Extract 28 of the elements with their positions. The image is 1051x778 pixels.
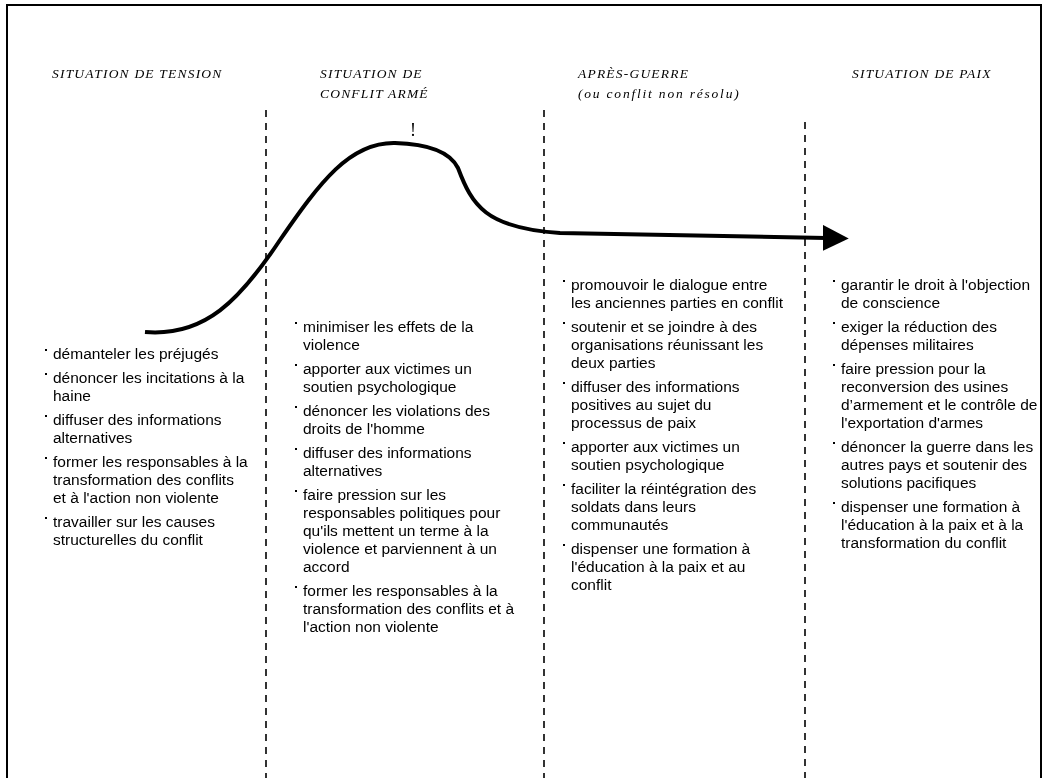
list-item: diffuser des informations positives au sujet du processus de paix [563,378,785,432]
list-item: former les responsables à la transformation des conflits et à l'action non violente [295,582,525,636]
list-item: minimiser les effets de la violence [295,318,525,354]
list-item: dénoncer les incitations à la haine [45,369,250,405]
phase-heading: SITUATION DE TENSION [52,65,224,83]
list-item: travailler sur les causes structurelles du conflit [45,513,250,549]
list-item: faire pression sur les responsables politiques pour qu'ils mettent un terme à la violence et parviennent à un accord [295,486,525,576]
list-item: former les responsables à la transformation des conflits et à l'action non violente [45,453,250,507]
list-item: dispenser une formation à l'éducation à la paix et au conflit [563,540,785,594]
phase-heading: SITUATION DE CONFLIT ARMÉ [320,65,430,103]
list-item: faire pression pour la reconversion des usines d’armement et le contrôle de l'exportation d'armes [833,360,1045,432]
list-item: dénoncer les violations des droits de l'homme [295,402,525,438]
exclamation-mark: ! [410,120,416,140]
list-item: démanteler les préjugés [45,345,250,363]
list-item: garantir le droit à l'objection de conscience [833,276,1045,312]
list-item: dénoncer la guerre dans les autres pays et soutenir des solutions pacifiques [833,438,1045,492]
phase-heading: APRÈS-GUERRE [578,65,691,83]
list-item: exiger la réduction des dépenses militaires [833,318,1045,354]
list-item: apporter aux victimes un soutien psychologique [563,438,785,474]
list-item: diffuser des informations alternatives [295,444,525,480]
subheading: (ou conflit non résolu) [578,85,742,103]
list-item: diffuser des informations alternatives [45,411,250,447]
list-item: promouvoir le dialogue entre les anciennes parties en conflit [563,276,785,312]
phase-heading: SITUATION DE PAIX [852,65,993,83]
list-item: faciliter la réintégration des soldats dans leurs communautés [563,480,785,534]
list-item: soutenir et se joindre à des organisations réunissant les deux parties [563,318,785,372]
list-item: apporter aux victimes un soutien psychologique [295,360,525,396]
list-item: dispenser une formation à l'éducation à la paix et à la transformation du conflit [833,498,1045,552]
